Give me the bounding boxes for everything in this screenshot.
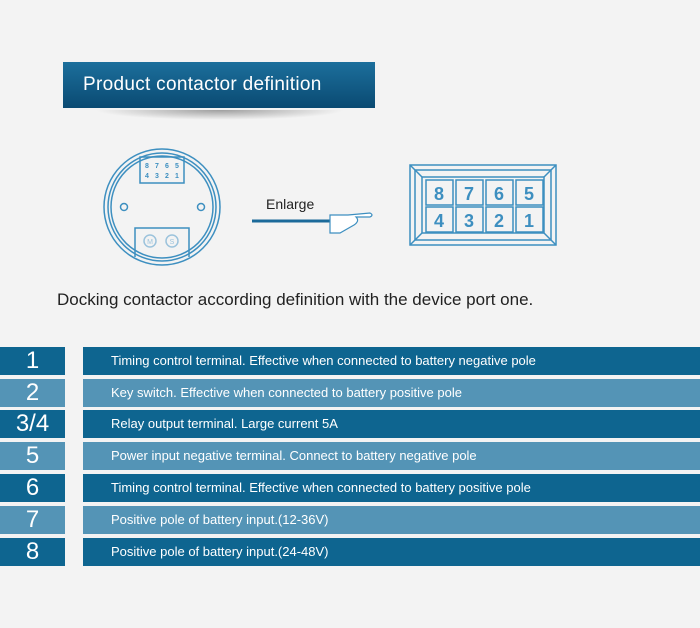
pin-description: Timing control terminal. Effective when … xyxy=(83,347,700,375)
m-button-label: M xyxy=(147,239,153,246)
enlarge-label: Enlarge xyxy=(266,196,315,212)
pin-description: Key switch. Effective when connected to … xyxy=(83,379,700,407)
pin-label: 5 xyxy=(524,184,534,204)
pin-number: 8 xyxy=(0,538,65,566)
mini-pin: 7 xyxy=(155,163,159,170)
table-row: 7 Positive pole of battery input.(12-36V) xyxy=(0,506,700,534)
pin-number: 6 xyxy=(0,474,65,502)
pin-number: 5 xyxy=(0,442,65,470)
pointing-hand-icon xyxy=(252,212,373,234)
mini-pin: 8 xyxy=(145,163,149,170)
table-row: 8 Positive pole of battery input.(24-48V) xyxy=(0,538,700,566)
table-row: 3/4 Relay output terminal. Large current … xyxy=(0,410,700,438)
pin-number: 1 xyxy=(0,347,65,375)
table-row: 5 Power input negative terminal. Connect … xyxy=(0,442,700,470)
pin-description: Power input negative terminal. Connect t… xyxy=(83,442,700,470)
pin-label: 7 xyxy=(464,184,474,204)
pin-label: 6 xyxy=(494,184,504,204)
mini-pin: 1 xyxy=(175,173,179,180)
pin-description: Positive pole of battery input.(24-48V) xyxy=(83,538,700,566)
pin-number: 3/4 xyxy=(0,410,65,438)
table-row: 6 Timing control terminal. Effective when… xyxy=(0,474,700,502)
pin-description: Timing control terminal. Effective when … xyxy=(83,474,700,502)
pin-description: Positive pole of battery input.(12-36V) xyxy=(83,506,700,534)
section-title: Product contactor definition xyxy=(63,62,375,108)
table-row: 1 Timing control terminal. Effective when… xyxy=(0,347,700,375)
pin-number: 7 xyxy=(0,506,65,534)
mini-pin: 5 xyxy=(175,163,179,170)
pin-label: 2 xyxy=(494,211,504,231)
pin-label: 4 xyxy=(434,211,444,231)
pin-label: 1 xyxy=(524,211,534,231)
pin-number: 2 xyxy=(0,379,65,407)
pin-description: Relay output terminal. Large current 5A xyxy=(83,410,700,438)
s-button-label: S xyxy=(170,239,175,246)
pin-label: 3 xyxy=(464,211,474,231)
mini-pin: 6 xyxy=(165,163,169,170)
pin-label: 8 xyxy=(434,184,444,204)
mini-pin: 2 xyxy=(165,173,169,180)
mini-pin: 3 xyxy=(155,173,159,180)
table-row: 2 Key switch. Effective when connected to… xyxy=(0,379,700,407)
description: Docking contactor according definition w… xyxy=(57,290,534,309)
mini-pin: 4 xyxy=(145,173,149,180)
banner-shadow xyxy=(95,110,345,120)
